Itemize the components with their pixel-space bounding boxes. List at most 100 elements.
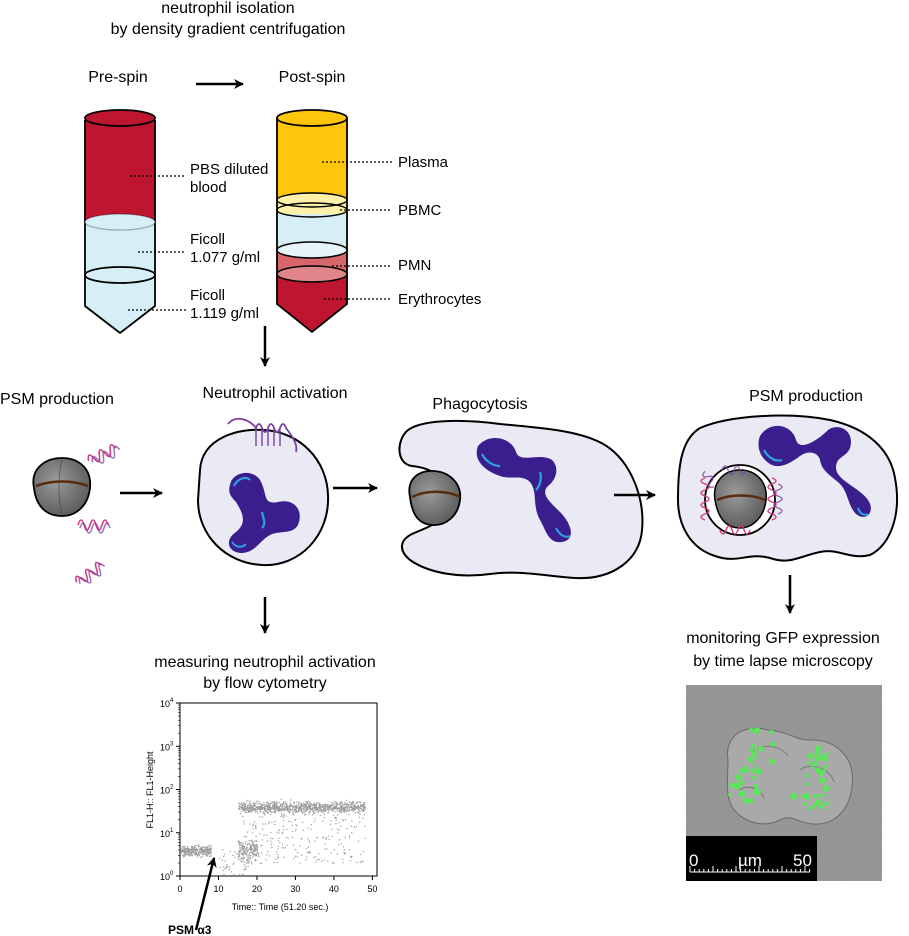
- scatter-point: [277, 845, 279, 847]
- scale-bar-ticks: [689, 866, 811, 873]
- scatter-point: [263, 834, 265, 836]
- scatter-point: [336, 802, 338, 804]
- scatter-point: [295, 806, 297, 808]
- scatter-point: [323, 808, 325, 810]
- scatter-point: [249, 855, 252, 857]
- scatter-point: [188, 850, 190, 852]
- scatter-point: [261, 808, 263, 810]
- scatter-point: [205, 851, 207, 853]
- scatter-point: [243, 851, 245, 853]
- scatter-point: [264, 814, 266, 816]
- gfp-dot: [734, 783, 741, 790]
- scatter-point: [250, 807, 252, 809]
- scatter-point: [189, 849, 191, 851]
- scatter-point: [293, 806, 295, 808]
- scatter-point: [198, 854, 200, 856]
- scatter-point: [278, 806, 280, 808]
- scatter-point: [357, 801, 359, 803]
- scatter-point: [181, 850, 183, 852]
- scatter-point: [238, 807, 240, 809]
- scatter-point: [255, 806, 257, 808]
- scatter-point: [256, 840, 258, 842]
- scatter-point: [279, 842, 281, 844]
- post-spin-leader-lines: [322, 161, 392, 300]
- post-spin-tube: [276, 109, 348, 334]
- scatter-point: [192, 851, 195, 853]
- scatter-point: [343, 807, 345, 809]
- scatter-point: [323, 804, 325, 806]
- scatter-point: [306, 807, 309, 809]
- scatter-point: [313, 811, 315, 813]
- scatter-point: [287, 810, 289, 812]
- scatter-point: [309, 808, 311, 810]
- scatter-point: [299, 862, 301, 864]
- scatter-point: [247, 842, 249, 844]
- scatter-point: [198, 850, 200, 852]
- scatter-point: [279, 808, 281, 810]
- scatter-point: [349, 809, 351, 811]
- scatter-point: [182, 849, 184, 851]
- scatter-point: [298, 807, 300, 809]
- scatter-point: [253, 850, 255, 852]
- scatter-point: [330, 801, 332, 804]
- scatter-point: [351, 802, 354, 804]
- scatter-point: [246, 844, 249, 846]
- scatter-point: [320, 808, 322, 811]
- scatter-point: [348, 804, 350, 806]
- scatter-point: [326, 807, 329, 809]
- scatter-point: [327, 805, 329, 807]
- scatter-point: [339, 804, 342, 806]
- scatter-point: [362, 809, 364, 811]
- scatter-point: [180, 848, 182, 850]
- scatter-point: [254, 803, 256, 805]
- scatter-point: [346, 806, 348, 808]
- scatter-point: [202, 850, 204, 853]
- scatter-point: [307, 804, 309, 806]
- scatter-point: [263, 807, 265, 809]
- scatter-point: [274, 823, 276, 826]
- scatter-point: [313, 803, 315, 805]
- scatter-point: [352, 806, 354, 808]
- scatter-point: [296, 811, 298, 813]
- flow-title-line2: by flow cytometry: [203, 675, 327, 692]
- label-pbmc: PBMC: [398, 202, 442, 219]
- microscopy-title-line1: monitoring GFP expression: [686, 630, 880, 647]
- scatter-point: [252, 806, 254, 808]
- scatter-point: [249, 847, 251, 850]
- scatter-point: [298, 801, 300, 803]
- scatter-point: [237, 858, 239, 860]
- scatter-point: [245, 804, 247, 806]
- scatter-point: [336, 807, 338, 809]
- scatter-point: [297, 807, 300, 810]
- scatter-point: [200, 847, 203, 850]
- scatter-point: [307, 800, 309, 803]
- scatter-point: [252, 823, 255, 825]
- gfp-dot: [822, 769, 826, 773]
- scatter-point: [362, 806, 365, 808]
- scatter-point: [184, 851, 186, 853]
- scatter-point: [208, 853, 210, 855]
- scatter-point: [189, 854, 191, 856]
- scatter-point: [259, 862, 261, 864]
- scatter-point: [350, 856, 352, 858]
- scatter-point: [183, 855, 185, 857]
- scatter-point: [243, 857, 246, 859]
- scatter-point: [341, 858, 344, 861]
- gfp-dot: [821, 755, 828, 762]
- label-ficoll-1: Ficoll: [190, 231, 225, 248]
- scatter-point: [238, 854, 240, 856]
- scatter-point: [249, 810, 251, 812]
- scatter-point: [273, 807, 275, 809]
- gfp-dot: [739, 769, 743, 773]
- scatter-point: [339, 807, 341, 809]
- scatter-point: [346, 803, 348, 805]
- scatter-point: [311, 804, 313, 806]
- scatter-point: [327, 860, 329, 862]
- scatter-point: [316, 837, 318, 839]
- scatter-point: [281, 831, 283, 834]
- scatter-point: [351, 804, 353, 806]
- scatter-point: [277, 857, 279, 859]
- scatter-point: [245, 835, 247, 838]
- scatter-point: [331, 809, 333, 811]
- y-tick-exponent: 3: [170, 741, 174, 747]
